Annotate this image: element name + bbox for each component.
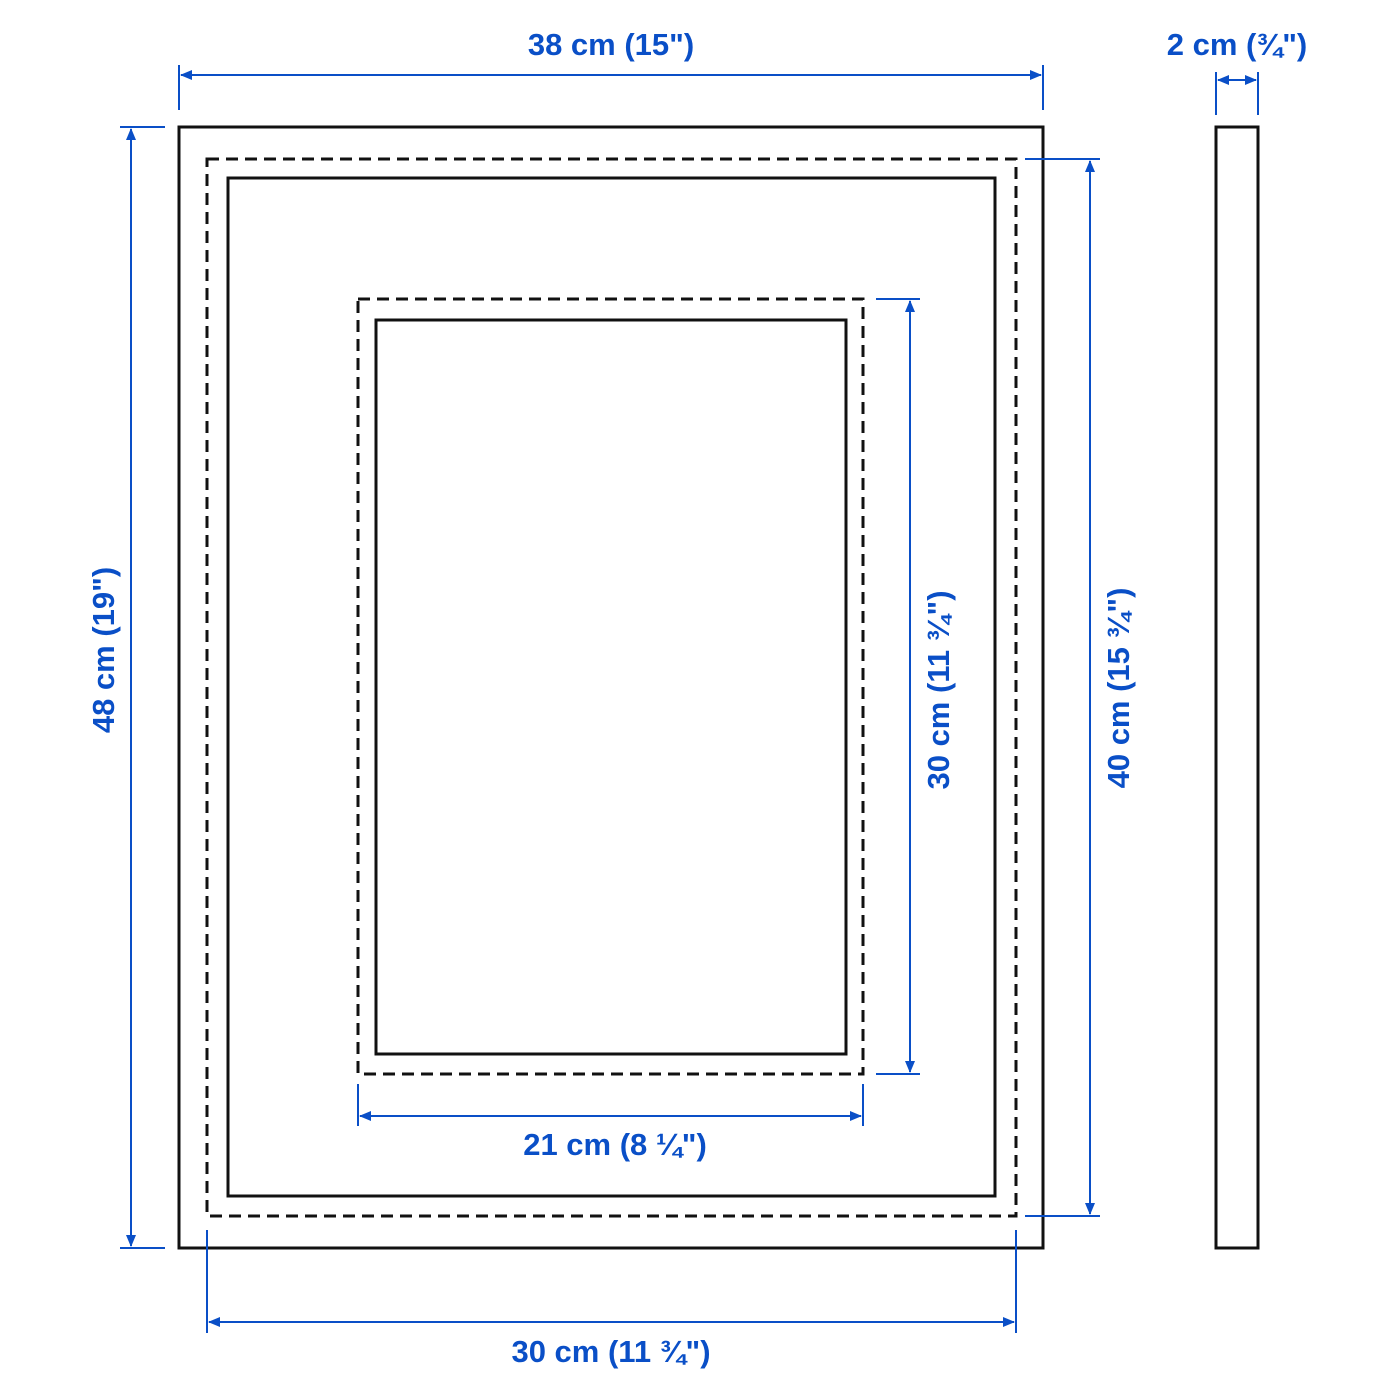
frame-width-dimension: [178, 65, 1044, 110]
picture-height-label: 40 cm (15 ¾"): [1101, 588, 1136, 789]
frame-side-view: [1214, 125, 1260, 1250]
picture-width-dimension: [206, 1230, 1017, 1333]
frame-height-label: 48 cm (19"): [86, 567, 121, 733]
dimension-lines: [120, 65, 1259, 1333]
mat-opening-dashed-outline: [356, 297, 865, 1076]
mat-outer-outline: [226, 176, 997, 1198]
frame-height-dimension: [120, 126, 165, 1249]
picture-height-dimension: [1025, 158, 1100, 1217]
frame-depth-dimension: [1215, 72, 1259, 115]
mat-opening-width-label: 21 cm (8 ¼"): [523, 1127, 707, 1162]
mat-opening-width-dimension: [357, 1084, 864, 1126]
picture-area-dashed-outline: [205, 157, 1018, 1218]
frame-width-label: 38 cm (15"): [528, 27, 694, 62]
frame-drawing: [177, 125, 1045, 1250]
mat-opening-inner-outline: [374, 318, 848, 1056]
frame-depth-label: 2 cm (¾"): [1167, 27, 1307, 62]
frame-outer-outline: [177, 125, 1045, 1250]
mat-opening-height-dimension: [876, 298, 920, 1075]
picture-width-label: 30 cm (11 ¾"): [511, 1334, 710, 1369]
mat-opening-height-label: 30 cm (11 ¾"): [921, 590, 956, 789]
